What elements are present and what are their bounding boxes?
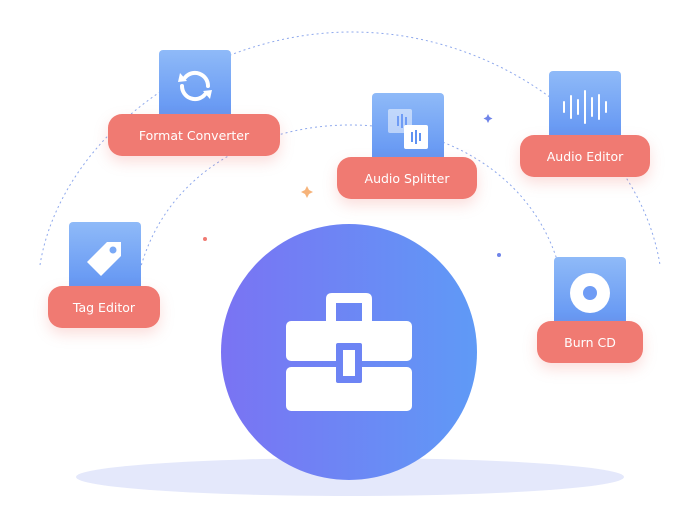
- inner-arc: [139, 124, 561, 271]
- refresh-icon: [178, 70, 212, 102]
- format-converter-button[interactable]: Format Converter: [108, 114, 280, 156]
- audio-editor-button[interactable]: Audio Editor: [520, 135, 650, 177]
- toolbox-icon: [286, 293, 412, 411]
- burn-cd-button[interactable]: Burn CD: [537, 321, 643, 363]
- disc-icon: [570, 273, 610, 313]
- tool-tag-editor[interactable]: Tag Editor: [48, 222, 160, 328]
- tag-icon: [87, 242, 121, 276]
- split-audio-icon: [388, 109, 428, 149]
- outer-arc: [39, 31, 661, 266]
- audio-splitter-tile: [372, 93, 444, 165]
- tag-editor-tile: [69, 222, 141, 294]
- sparkle-blue: [483, 114, 493, 123]
- audio-editor-tile: [549, 71, 621, 143]
- toolbox-hub: [221, 224, 477, 480]
- dot-blue: [497, 253, 501, 257]
- tool-audio-splitter[interactable]: Audio Splitter: [337, 93, 477, 200]
- tool-burn-cd[interactable]: Burn CD: [537, 257, 643, 363]
- tool-audio-editor[interactable]: Audio Editor: [520, 71, 650, 178]
- format-converter-tile: [159, 50, 231, 122]
- audio-splitter-button[interactable]: Audio Splitter: [337, 157, 477, 199]
- dot-pink: [203, 237, 207, 241]
- waveform-icon: [563, 90, 607, 124]
- burn-cd-tile: [554, 257, 626, 329]
- tag-editor-button[interactable]: Tag Editor: [48, 286, 160, 328]
- tool-format-converter[interactable]: Format Converter: [108, 50, 280, 157]
- sparkle-orange: [301, 186, 313, 198]
